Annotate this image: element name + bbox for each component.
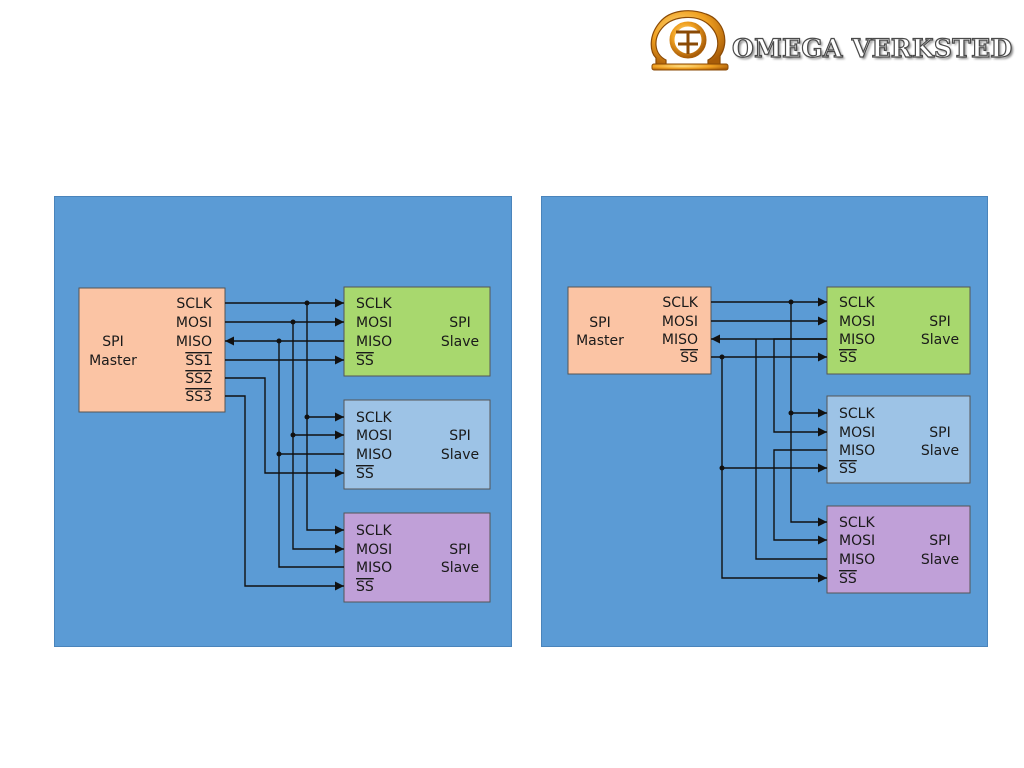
slave3-miso-label: MISO [356,560,392,576]
slave2-mosi-label: MOSI [839,425,875,441]
master-miso-label: MISO [176,334,212,350]
slave3-slave-label: Slave [441,560,479,576]
master-master-label: Master [576,333,624,349]
slave2-slave-label: Slave [441,447,479,463]
slave2-sclk-label: SCLK [839,406,875,422]
master-spi-label: SPI [102,334,123,350]
logo-text: OMEGA VERKSTED [731,33,1013,63]
master-miso-label: MISO [662,332,698,348]
independent-slave-diagram: SPI Master SCLK MOSI MISO SS1 SS2 SS3 SC… [54,196,512,647]
master-sclk-label: SCLK [662,295,698,311]
slave3-sclk-label: SCLK [839,515,875,531]
slave2-ss-label: SS [839,461,857,477]
slave1-ss-label: SS [356,353,374,369]
spi-slave-box-3 [826,505,971,594]
daisy-chain-slave-diagram: SPI Master SCLK MOSI MISO SS SCLK MOSI M… [541,196,988,647]
slave2-spi-label: SPI [449,428,470,444]
slave1-slave-label: Slave [441,334,479,350]
master-ss-label: SS [680,350,698,366]
slave2-sclk-label: SCLK [356,410,392,426]
junction-dots [276,300,310,457]
omega-verksted-logo: OMEGA VERKSTED [648,10,1013,74]
spi-master-box [78,287,226,413]
master-sclk-label: SCLK [176,296,212,312]
junction-dots [719,299,794,471]
slave1-miso-label: MISO [839,332,875,348]
slave3-mosi-label: MOSI [839,533,875,549]
master-mosi-label: MOSI [176,315,212,331]
master-spi-label: SPI [589,315,610,331]
spi-slave-box-2 [343,399,491,490]
slave3-spi-label: SPI [449,542,470,558]
slave3-sclk-label: SCLK [356,523,392,539]
slave1-mosi-label: MOSI [356,315,392,331]
slave2-miso-label: MISO [839,443,875,459]
slave1-sclk-label: SCLK [356,296,392,312]
slave2-slave-label: Slave [921,443,959,459]
master-ss1-label: SS1 [185,353,212,369]
slave2-mosi-label: MOSI [356,428,392,444]
spi-slave-box-1 [343,286,491,377]
slave1-mosi-label: MOSI [839,314,875,330]
slave1-spi-label: SPI [929,314,950,330]
slave3-slave-label: Slave [921,552,959,568]
spi-slave-box-1 [826,286,971,375]
slave3-spi-label: SPI [929,533,950,549]
slave3-miso-label: MISO [839,552,875,568]
master-ss3-label: SS3 [185,389,212,405]
spi-slave-box-2 [826,395,971,484]
bus-wires [225,298,344,591]
bus-wires [711,297,827,583]
spi-slave-box-3 [343,512,491,603]
slave1-spi-label: SPI [449,315,470,331]
slave2-ss-label: SS [356,466,374,482]
slave1-sclk-label: SCLK [839,295,875,311]
slave1-slave-label: Slave [921,332,959,348]
spi-master-box [567,286,712,375]
slave2-miso-label: MISO [356,447,392,463]
omega-emblem-icon [650,10,729,71]
slave1-miso-label: MISO [356,334,392,350]
master-mosi-label: MOSI [662,314,698,330]
master-ss2-label: SS2 [185,371,212,387]
master-master-label: Master [89,353,137,369]
slave1-ss-label: SS [839,350,857,366]
slave3-ss-label: SS [356,579,374,595]
slave3-mosi-label: MOSI [356,542,392,558]
slave2-spi-label: SPI [929,425,950,441]
slave3-ss-label: SS [839,571,857,587]
